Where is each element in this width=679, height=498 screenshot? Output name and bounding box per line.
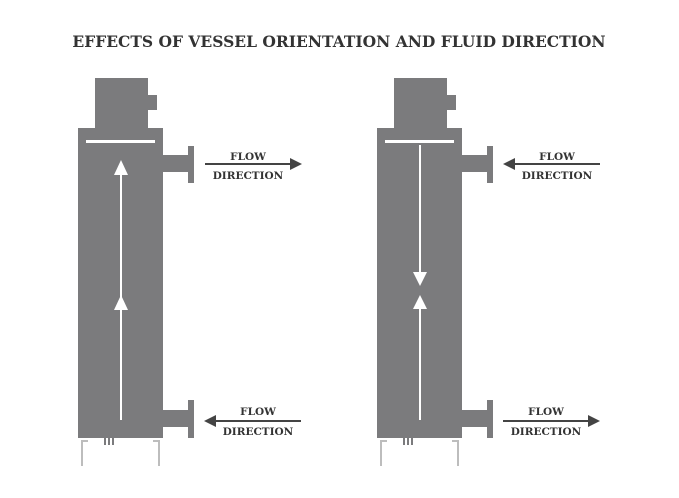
vessel-right: FLOW DIRECTION FLOW DIRECTION	[376, 77, 600, 467]
flow-label-bottom: FLOW DIRECTION	[503, 406, 600, 438]
arrow-down-icon	[413, 272, 427, 286]
vessel-body	[376, 77, 494, 467]
vessel-body	[77, 77, 195, 467]
svg-text:FLOW: FLOW	[240, 406, 276, 418]
svg-text:FLOW: FLOW	[539, 151, 575, 163]
svg-text:FLOW: FLOW	[528, 406, 564, 418]
svg-text:DIRECTION: DIRECTION	[223, 426, 294, 438]
arrow-right-icon	[290, 158, 302, 170]
arrow-left-icon	[204, 415, 216, 427]
arrow-up-icon	[114, 295, 128, 310]
svg-text:DIRECTION: DIRECTION	[511, 426, 582, 438]
svg-text:DIRECTION: DIRECTION	[213, 170, 284, 182]
flow-label-bottom: FLOW DIRECTION	[204, 406, 301, 438]
arrow-up-icon	[413, 295, 427, 309]
arrow-right-icon	[588, 415, 600, 427]
vessel-left: FLOW DIRECTION FLOW DIRECTION	[77, 77, 302, 467]
flow-label-top: FLOW DIRECTION	[503, 151, 600, 182]
flow-label-top: FLOW DIRECTION	[205, 151, 302, 182]
svg-text:FLOW: FLOW	[230, 151, 266, 163]
svg-text:DIRECTION: DIRECTION	[522, 170, 593, 182]
diagram-title: EFFECTS OF VESSEL ORIENTATION AND FLUID …	[72, 32, 605, 51]
arrow-left-icon	[503, 158, 515, 170]
arrow-up-icon	[114, 160, 128, 175]
